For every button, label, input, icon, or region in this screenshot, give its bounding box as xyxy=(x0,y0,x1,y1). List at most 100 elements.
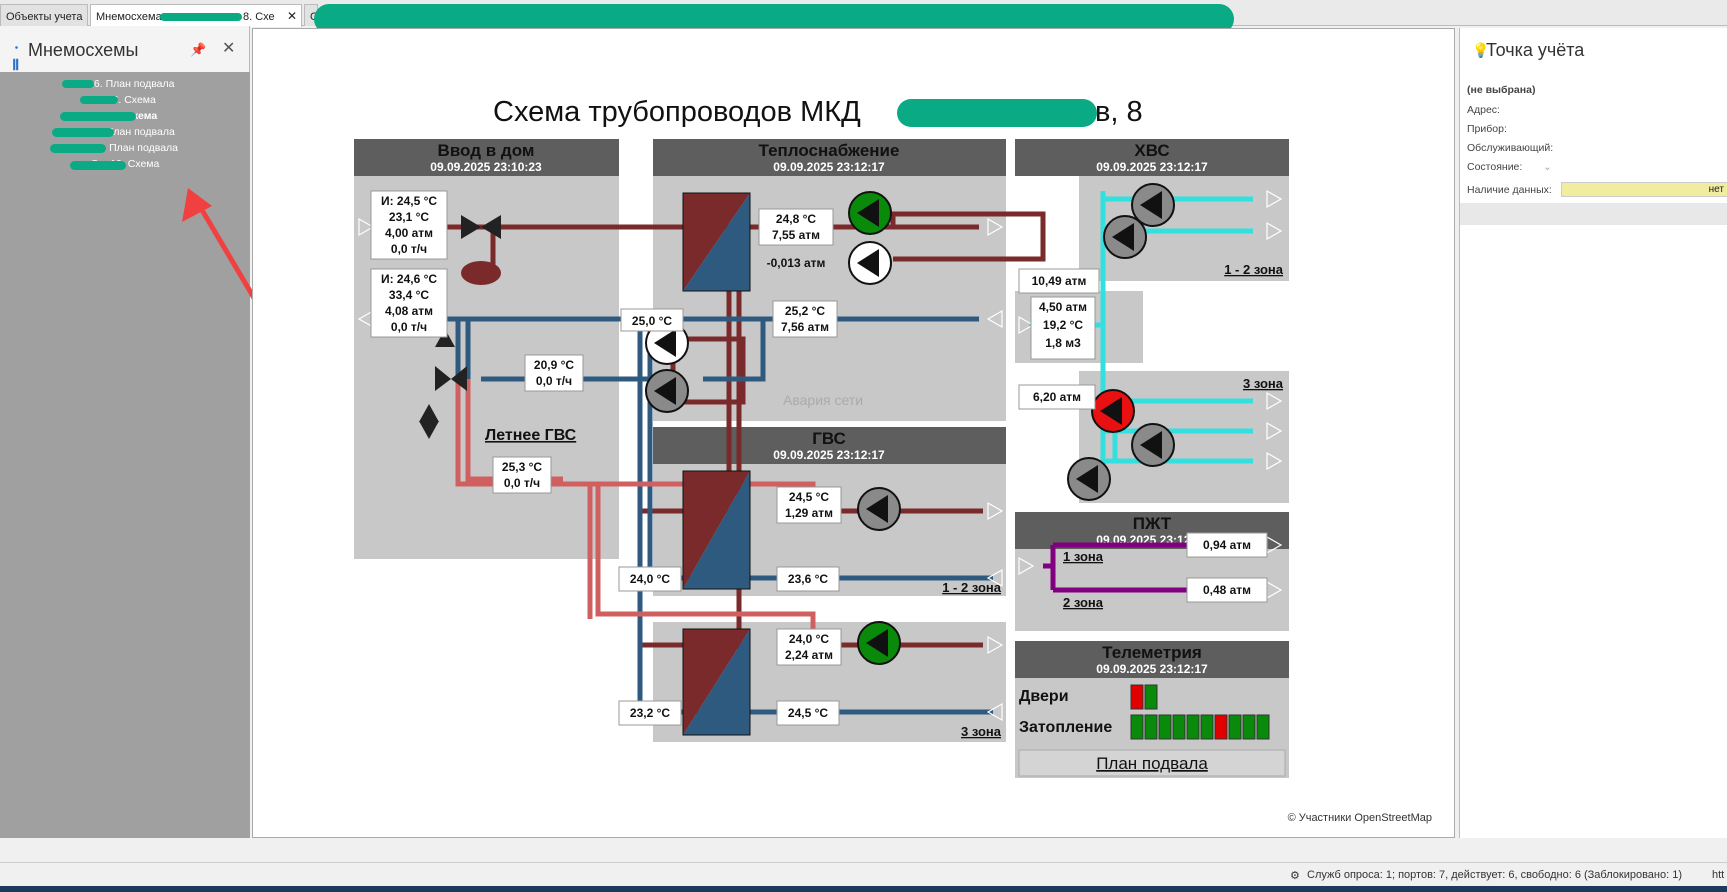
value-text: 4,00 атм xyxy=(385,226,433,240)
data-value: нет xyxy=(1708,184,1724,195)
point-status: (не выбрана) xyxy=(1467,84,1536,96)
valve-icon xyxy=(461,215,501,285)
value-text: 6,20 атм xyxy=(1033,390,1081,404)
list-item[interactable]: Л я 6. Схема xyxy=(94,94,156,106)
tab-objects[interactable]: Объекты учета xyxy=(0,4,88,26)
point-panel: 💡 Точка учёта (не выбрана) Адрес: Прибор… xyxy=(1459,28,1727,838)
zone-link: 1 - 2 зона xyxy=(1224,262,1284,277)
pin-icon[interactable]: 📌 xyxy=(190,42,207,57)
block-title: ГВС xyxy=(812,429,846,448)
plan-link: План подвала xyxy=(1096,754,1208,773)
value-box xyxy=(1186,532,1268,558)
scheme-title-tail: в, 8 xyxy=(1095,96,1143,128)
value-text: 0,0 т/ч xyxy=(504,476,540,490)
block-time: 09.09.2025 23:12:17 xyxy=(1096,662,1208,676)
value-text: -0,013 атм xyxy=(767,256,826,270)
doors-indicators xyxy=(1130,684,1158,710)
value-text: 7,56 атм xyxy=(781,320,829,334)
value-text: 24,8 °С xyxy=(776,212,816,226)
block-time: 09.09.2025 23:12:17 xyxy=(773,160,885,174)
value-text: 25,0 °С xyxy=(632,314,672,328)
block-title: Теплоснабжение xyxy=(759,141,900,160)
indicator-cell xyxy=(1228,714,1242,740)
value-text: 24,0 °С xyxy=(630,572,670,586)
pump-icon xyxy=(1103,215,1147,259)
value-text: 10,49 атм xyxy=(1032,274,1087,288)
value-text: 0,48 атм xyxy=(1203,583,1251,597)
mnemo-icon: ᛫Ⅱ xyxy=(12,41,22,74)
summer-gvs-link: Летнее ГВС xyxy=(485,427,577,444)
tab-label: Объекты учета xyxy=(6,11,83,23)
bulb-icon: 💡 xyxy=(1472,42,1490,58)
list-item[interactable]: О в 10. План подвала xyxy=(71,142,178,154)
state-label: Состояние: xyxy=(1467,161,1523,173)
chevron-down-icon[interactable]: ⌄ xyxy=(1543,161,1552,173)
value-box xyxy=(618,700,682,726)
heat-exchanger-gvs12 xyxy=(682,470,751,590)
indicator-cell xyxy=(1144,714,1158,740)
address-label: Адрес: xyxy=(1467,104,1500,116)
list-item[interactable]: С в 8. План подвала xyxy=(75,126,175,138)
value-box xyxy=(620,308,684,332)
heat-exchanger-gvs3 xyxy=(682,628,751,736)
scheme-diagram: Схема трубопроводов МКД в, 8 Ввод в дом … xyxy=(354,96,1289,778)
value-text: 0,0 т/ч xyxy=(391,320,427,334)
zone-link: 1 зона xyxy=(1063,549,1104,564)
value-box xyxy=(370,190,448,260)
block-time: 09.09.2025 23:12:17 xyxy=(1096,160,1208,174)
indicator-cell xyxy=(1130,714,1144,740)
pump-icon xyxy=(1131,423,1175,467)
panel-title: Точка учёта xyxy=(1486,40,1585,60)
value-text: 0,0 т/ч xyxy=(391,242,427,256)
value-text: 24,5 °С xyxy=(788,706,828,720)
flow-arrows xyxy=(357,189,1283,722)
mnemo-canvas: Схема трубопроводов МКД в, 8 Ввод в дом … xyxy=(252,28,1455,838)
alarm-label: Авария сети xyxy=(783,392,863,408)
value-text: 1,8 м3 xyxy=(1045,336,1081,350)
indicator-cell xyxy=(1172,714,1186,740)
copyright: © Участники OpenStreetMap xyxy=(1287,812,1432,824)
server-icon: ⚙ xyxy=(1290,870,1300,882)
value-box xyxy=(776,566,840,592)
value-box xyxy=(370,268,448,338)
flood-label: Затопление xyxy=(1019,719,1112,736)
value-box xyxy=(618,566,682,592)
redaction-mark xyxy=(80,96,118,104)
block-time: 09.09.2025 23:10:23 xyxy=(430,160,542,174)
status-bar: ⚙ Служб опроса: 1; портов: 7, действует:… xyxy=(0,862,1727,886)
value-text: 0,0 т/ч xyxy=(536,374,572,388)
list-item[interactable]: Л я 6. План подвала xyxy=(75,78,175,90)
value-text: 0,94 атм xyxy=(1203,538,1251,552)
value-text: 1,29 атм xyxy=(785,506,833,520)
value-box xyxy=(772,300,838,338)
indicator-cell xyxy=(1186,714,1200,740)
indicator-cell xyxy=(1256,714,1270,740)
redaction-mark xyxy=(50,144,106,153)
value-text: 19,2 °С xyxy=(1043,318,1083,332)
indicator-cell xyxy=(1158,714,1172,740)
tab-label: Мнемосхема - xyxy=(96,11,169,23)
indicator-cell xyxy=(1214,714,1228,740)
block-title: Телеметрия xyxy=(1102,643,1202,662)
mnemo-list: Л я 6. План подвала Л я 6. Схема О в 8. … xyxy=(0,72,347,838)
value-text: 24,5 °С xyxy=(789,490,829,504)
plan-link-box xyxy=(1018,749,1286,777)
value-box xyxy=(758,208,834,246)
zone-link: 2 зона xyxy=(1063,595,1104,610)
redaction-mark xyxy=(60,112,136,121)
value-text: 33,4 °С xyxy=(389,288,429,302)
device-label: Прибор: xyxy=(1467,123,1507,135)
pump-icon xyxy=(1067,457,1111,501)
value-text: 23,1 °С xyxy=(389,210,429,224)
close-icon[interactable]: ✕ xyxy=(222,40,236,57)
close-icon[interactable]: ✕ xyxy=(286,9,297,23)
panel-divider xyxy=(1460,203,1727,225)
block-time: 09.09.2025 23:12:17 xyxy=(773,448,885,462)
value-text: 2,24 атм xyxy=(785,648,833,662)
valve-icon xyxy=(435,366,467,391)
redaction-mark xyxy=(897,99,1097,127)
taskbar xyxy=(0,886,1727,892)
pump-icon xyxy=(1131,183,1175,227)
scheme-title: Схема трубопроводов МКД xyxy=(493,96,861,128)
value-box xyxy=(1018,384,1096,410)
